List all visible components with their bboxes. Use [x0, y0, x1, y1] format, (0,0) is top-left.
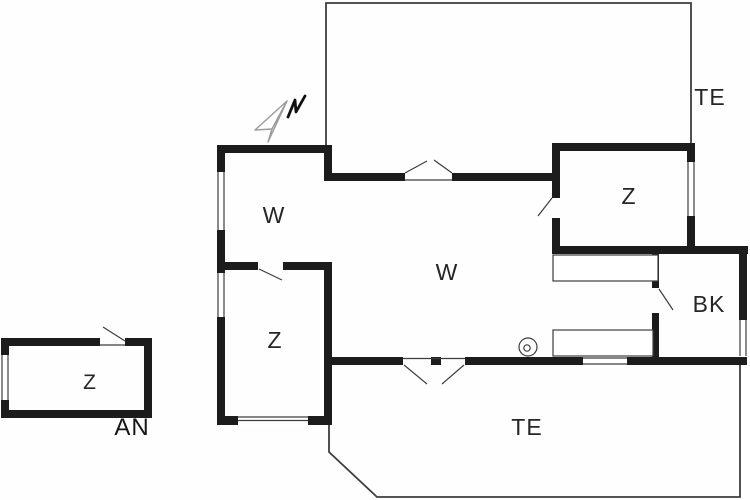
wall-segment	[217, 230, 225, 273]
wall-segment	[552, 143, 695, 151]
room-label-bedroom-right: Z	[621, 183, 636, 209]
wall-segment	[283, 262, 332, 270]
door-post	[431, 357, 441, 365]
window	[686, 162, 696, 216]
wall-segment	[1, 410, 152, 418]
wall-segment	[324, 357, 403, 365]
main-building-walls	[217, 143, 748, 425]
wall-segment	[324, 262, 332, 425]
wall-segment	[687, 151, 695, 162]
wall-segment	[125, 338, 152, 346]
wall-segment	[1, 400, 9, 418]
top-terrace-outline	[325, 2, 692, 149]
north-arrow-wing	[254, 100, 288, 131]
wall-segment	[627, 357, 747, 365]
door-swing-line	[658, 288, 674, 311]
wall-segment	[739, 254, 747, 320]
window	[738, 320, 748, 356]
window	[216, 273, 226, 317]
cupboard	[552, 329, 654, 357]
room-label-annex: AN	[114, 414, 149, 441]
wall-segment	[552, 246, 748, 254]
door-swing-line	[433, 159, 453, 174]
north-arrow-icon	[254, 94, 307, 143]
cupboard	[552, 254, 659, 282]
wall-segment	[452, 173, 556, 181]
wall-segment	[331, 173, 405, 181]
window	[0, 355, 10, 400]
wall-segment	[552, 218, 560, 252]
terrace-edge	[328, 363, 741, 498]
wall-segment	[552, 143, 560, 198]
terrace-edge	[325, 2, 692, 149]
wall-segment	[687, 216, 695, 248]
windows	[0, 162, 748, 426]
door-swing-line	[404, 160, 428, 174]
wall-segment	[217, 145, 332, 153]
room-label-living-upper: W	[263, 202, 286, 228]
wall-segment	[217, 145, 225, 172]
room-label-terrace-top: TE	[694, 84, 725, 110]
wall-segment	[217, 262, 258, 270]
room-label-living-main: W	[436, 259, 459, 285]
room-label-annex-room: Z	[83, 371, 97, 394]
wall-segment	[308, 416, 332, 425]
wall-segment	[652, 313, 659, 360]
wall-segment	[1, 338, 9, 355]
cupboards	[552, 254, 659, 357]
stove-outer-circle	[518, 337, 538, 357]
door-swing-line	[258, 268, 283, 281]
door-swing-line	[403, 364, 428, 385]
stove-icon	[518, 337, 538, 357]
door-swing-line	[537, 197, 553, 217]
wall-segment	[465, 357, 583, 365]
room-label-bedroom-left: Z	[267, 327, 282, 353]
wall-segment	[1, 338, 100, 346]
wall-segment	[217, 317, 225, 425]
north-letter-stroke	[286, 94, 307, 119]
annex-walls	[1, 338, 152, 418]
wall-segment	[324, 145, 332, 181]
stove-inner-circle	[523, 344, 531, 352]
doors	[100, 159, 674, 385]
door-swing-line	[102, 326, 126, 342]
wall-segment	[144, 338, 152, 418]
window	[216, 172, 226, 230]
north-arrow-wing	[267, 100, 288, 143]
room-label-bathroom: BK	[693, 291, 726, 317]
room-label-terrace-bottom: TE	[511, 414, 542, 440]
door-swing-line	[441, 364, 465, 385]
bottom-terrace-outline	[328, 363, 741, 498]
room-labels: TE W W Z Z BK TE Z AN	[83, 84, 726, 441]
window	[583, 356, 627, 366]
wall-segment	[217, 416, 238, 425]
